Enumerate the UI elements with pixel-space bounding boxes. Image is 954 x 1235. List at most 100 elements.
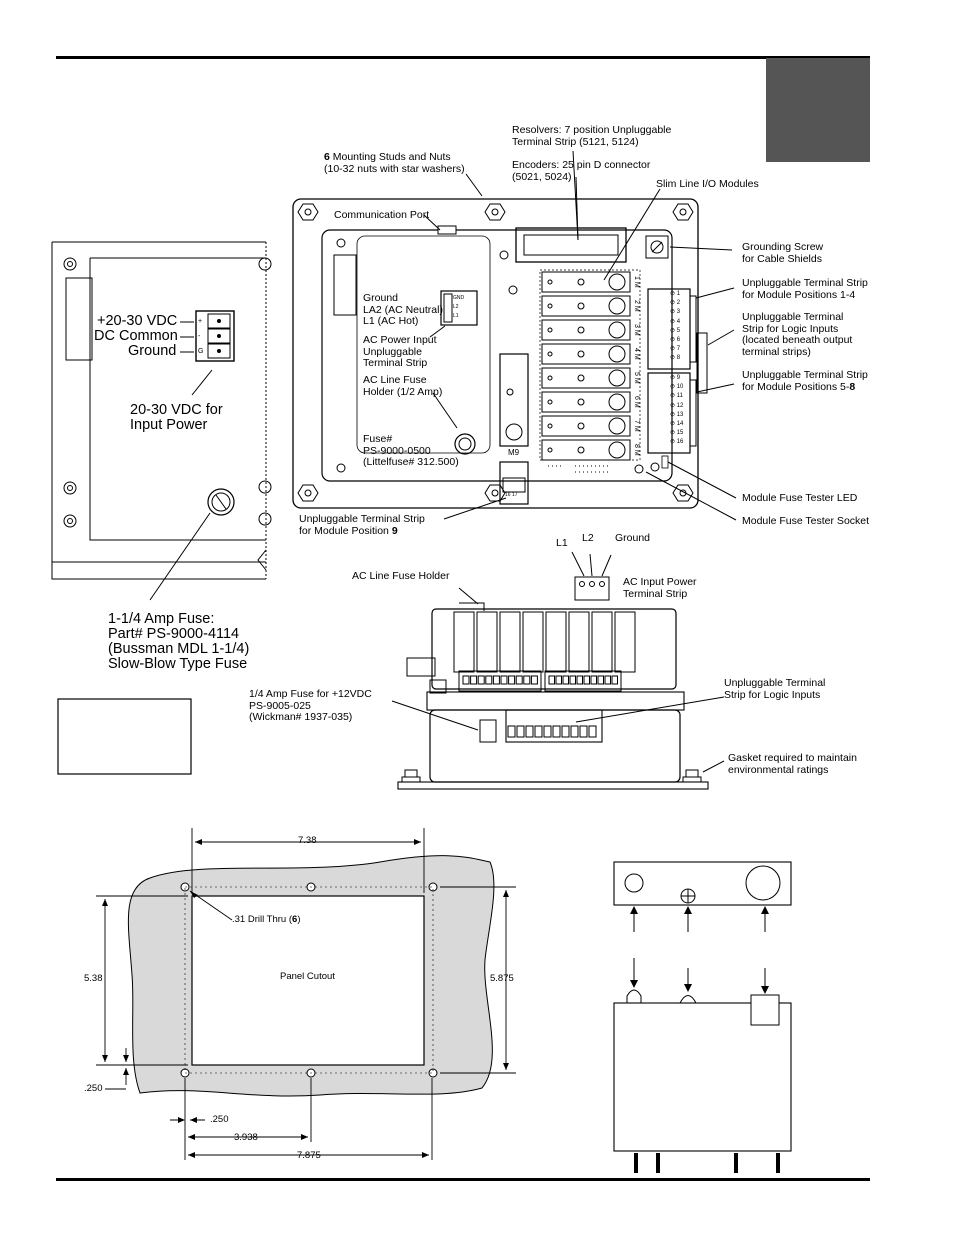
side-strip-pin: [611, 675, 618, 685]
module-slot-led: [608, 273, 626, 291]
terminal-strip-number: ⊘ 15: [670, 430, 684, 437]
section-tab-block: [766, 58, 870, 162]
side-strip-pin: [530, 675, 538, 685]
ground-side-label: Ground: [615, 532, 651, 544]
terminal-strip-number: ⊘ 2: [670, 300, 681, 307]
pin-minus: -: [198, 333, 201, 340]
module-slot-screw: [577, 422, 585, 430]
logic-strip-pin: [534, 725, 543, 738]
module-number-label: 3 M: [633, 324, 640, 336]
logic-inputs-strip-label: Unpluggable Terminal Strip for Logic Inp…: [742, 311, 853, 358]
small-ac-strip-pins: GND L2 L1: [453, 294, 464, 321]
terminal-strip-number: ⊘ 4: [670, 318, 681, 325]
module-number-label: 5 M: [633, 372, 640, 384]
drill-label: .31 Drill Thru (6): [232, 914, 301, 925]
module-slot: [541, 415, 631, 437]
module-slot-led: [608, 369, 626, 387]
side-module: [476, 611, 498, 673]
module-slot-screw: [577, 350, 585, 358]
pin-ground: G: [198, 348, 204, 355]
module-slot-led: [608, 417, 626, 435]
pin-17: 17: [511, 492, 518, 498]
side-strip-pin: [604, 675, 611, 685]
side-strip-pin: [508, 675, 516, 685]
position-9-pins: 16 17: [505, 492, 518, 498]
fuse-label: 1-1/4 Amp Fuse: Part# PS-9000-4114 (Buss…: [108, 611, 250, 672]
side-logic-strip-label: Unpluggable Terminal Strip for Logic Inp…: [724, 677, 826, 701]
module-number-label: 2 M: [633, 300, 640, 312]
module-slot-screw: [577, 326, 585, 334]
module-slot-screw: [577, 278, 585, 286]
footer-rule: [56, 1178, 870, 1181]
module-slot-hole: [547, 375, 553, 381]
cutout-width-label: 7.38: [298, 835, 317, 846]
terminal-strip-number: ⊘ 14: [670, 421, 684, 427]
side-strip-pin: [548, 675, 555, 685]
fuse-tester-led-label: Module Fuse Tester LED: [742, 492, 858, 504]
fuse-part-label: Fuse# PS-9000-0500 (Littelfuse# 312.500): [363, 433, 459, 468]
side-strip-pin: [492, 675, 500, 685]
terminal-strip-number: ⊘ 8: [670, 355, 681, 362]
cutout-height-label: 5.38: [84, 973, 103, 984]
ac-pin-l2: L2: [453, 304, 459, 310]
slim-line-label: Slim Line I/O Modules: [656, 178, 759, 190]
dc-common-label: DC Common: [94, 328, 178, 344]
module-slot-hole: [547, 303, 553, 309]
logic-strip-pin: [588, 725, 597, 738]
terminal-strip-number: ⊘ 16: [670, 439, 684, 446]
side-strip-pin: [470, 675, 478, 685]
logic-strip-pin: [579, 725, 588, 738]
margin-horizontal-label: .250: [210, 1114, 229, 1125]
terminal-strip-number: ⊘ 13: [670, 411, 684, 418]
ground-label: Ground: [128, 343, 177, 359]
side-strip-pin: [583, 675, 590, 685]
side-strip-pin: [477, 675, 485, 685]
terminal-strip-number: ⊘ 12: [670, 402, 684, 409]
side-module: [499, 611, 521, 673]
strip-5-8-label: Unpluggable Terminal Strip for Module Po…: [742, 369, 868, 393]
side-strip-pin: [485, 675, 493, 685]
module-slot-screw: [577, 398, 585, 406]
module-slot-led: [608, 345, 626, 363]
terminal-strip-numbers: ⊘ 1⊘ 2⊘ 3⊘ 4⊘ 5⊘ 6⊘ 7⊘ 8⊘ 9⊘ 10⊘ 11⊘ 12⊘…: [648, 290, 690, 450]
module-slot: [541, 343, 631, 365]
side-module: [522, 611, 544, 673]
fuse-tester-socket-label: Module Fuse Tester Socket: [742, 515, 870, 527]
encoders-label: Encoders: 25 pin D connector (5021, 5024…: [512, 159, 651, 183]
input-power-label: 20-30 VDC for Input Power: [130, 402, 223, 433]
module-slot-hole: [547, 423, 553, 429]
half-width-label: 3.938: [234, 1132, 258, 1143]
logic-strip-pin: [516, 725, 525, 738]
side-strip-pin: [462, 675, 470, 685]
module-number-label: 1 M: [633, 276, 640, 288]
l1-label: L1: [556, 537, 568, 549]
header-rule: [56, 56, 870, 59]
strip-position-9-label: Unpluggable Terminal Strip for Module Po…: [299, 513, 425, 537]
side-strip-pin: [500, 675, 508, 685]
module-slot-screw: [577, 446, 585, 454]
side-module: [591, 611, 613, 673]
module-slot-led: [608, 441, 626, 459]
side-strip-pin: [515, 675, 523, 685]
module-detail-drawing: [613, 861, 792, 1173]
module-slot-hole: [547, 327, 553, 333]
module-slot: [541, 319, 631, 341]
side-ac-fuse-holder-label: AC Line Fuse Holder: [352, 570, 450, 582]
side-strip-pin: [569, 675, 576, 685]
panel-cutout-label: Panel Cutout: [280, 971, 335, 982]
blank-box: [57, 698, 192, 775]
margin-vertical-label: .250: [84, 1083, 103, 1094]
module-slot: [541, 295, 631, 317]
ac-fuse-holder-label: AC Line Fuse Holder (1/2 Amp): [363, 374, 443, 398]
mounting-studs-label: 6 Mounting Studs and Nuts (10-32 nuts wi…: [324, 151, 465, 175]
side-strip-pin: [597, 675, 604, 685]
module-number-label: 6 M: [633, 396, 640, 408]
module-slot-led: [608, 393, 626, 411]
l2-label: L2: [582, 532, 594, 544]
module-number-label: 7 M: [633, 420, 640, 432]
dc-pin-marks: + - G: [198, 314, 203, 359]
terminal-strip-number: ⊘ 5: [670, 327, 681, 334]
side-strip-pin: [555, 675, 562, 685]
